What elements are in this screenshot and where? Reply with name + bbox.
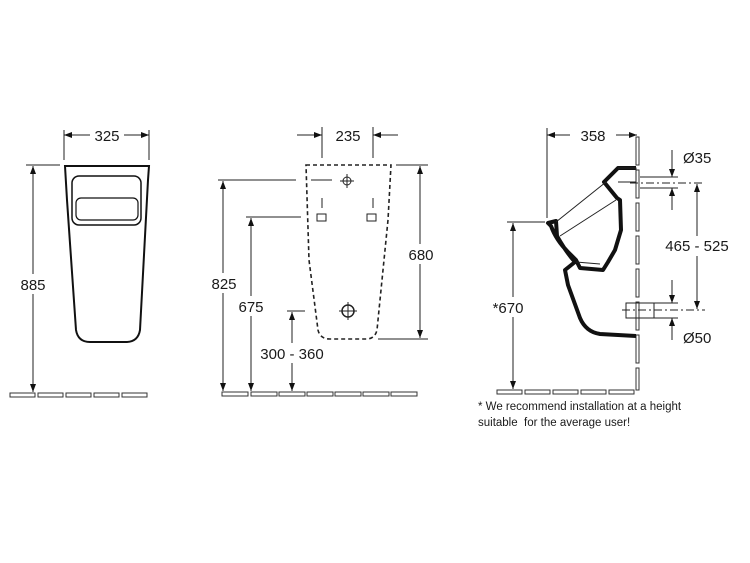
front-view: 325 885 xyxy=(9,128,151,398)
rear-ground-line xyxy=(221,391,418,397)
installation-note-line2: suitable for the average user! xyxy=(478,417,630,429)
rear-view: 235 680 825 675 300 - 360 xyxy=(208,127,438,397)
outlet-diameter-dimension: Ø50 xyxy=(683,330,711,347)
urinal-side-profile xyxy=(546,166,637,338)
front-width-dimension: 325 xyxy=(94,128,119,145)
outlet-height-dimension: 300 - 360 xyxy=(260,346,323,363)
fixing-point-left-icon xyxy=(316,213,327,222)
outlet-pipe xyxy=(622,302,705,319)
installation-note-line1: * We recommend installation at a height xyxy=(478,401,682,413)
side-depth-dimension: 358 xyxy=(580,128,605,145)
rim-height-dimension: *670 xyxy=(493,300,524,317)
pipe-distance-dimension: 465 - 525 xyxy=(665,238,728,255)
inlet-crosshair-icon xyxy=(340,174,354,188)
inlet-pipe xyxy=(630,176,705,189)
fixing-point-right-icon xyxy=(366,213,377,222)
rear-width-dimension: 235 xyxy=(335,128,360,145)
side-ground-line xyxy=(496,389,635,395)
inlet-diameter-dimension: Ø35 xyxy=(683,150,711,167)
fixing-height-dimension: 675 xyxy=(238,299,263,316)
rear-height-dimension: 680 xyxy=(408,247,433,264)
rear-outline-dashed xyxy=(305,164,392,340)
front-ground-line xyxy=(9,392,148,398)
inlet-height-dimension: 825 xyxy=(211,276,236,293)
front-height-dimension: 885 xyxy=(20,277,45,294)
side-view: 358 *670 Ø35 465 - 525 Ø50 * We recommen… xyxy=(478,128,739,429)
outlet-crosshair-icon xyxy=(339,302,357,320)
wall-section xyxy=(635,136,640,391)
